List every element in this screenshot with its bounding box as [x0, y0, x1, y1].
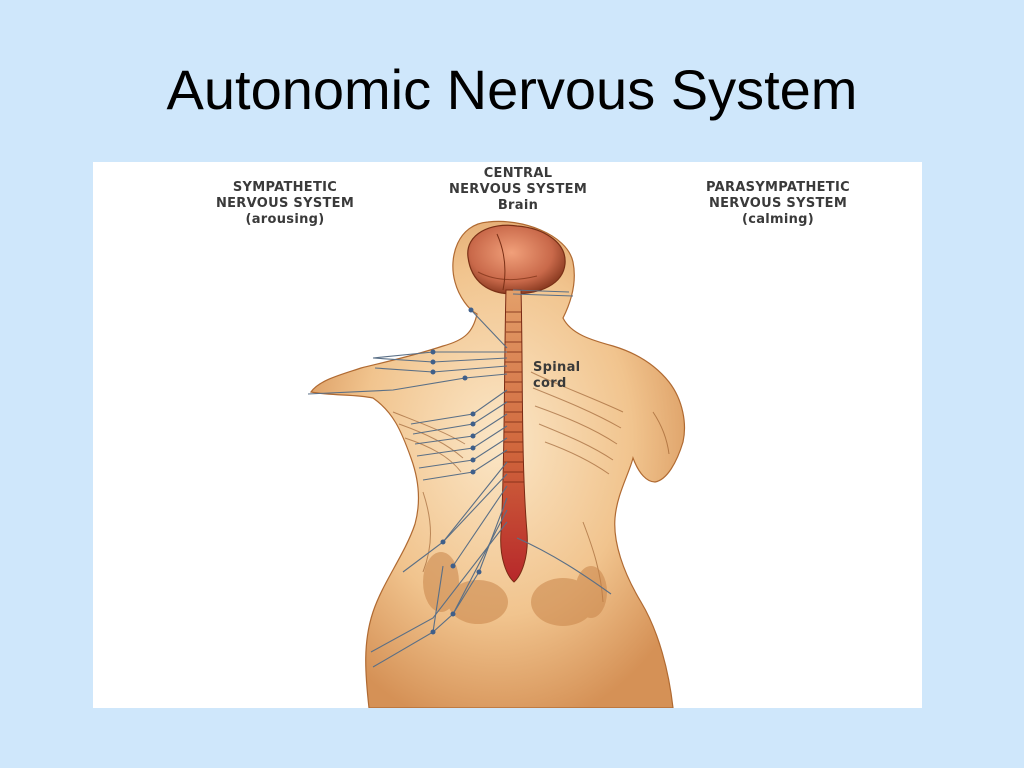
parasympathetic-label-line1: PARASYMPATHETIC: [706, 180, 850, 195]
ganglia: [430, 307, 482, 635]
sympathetic-label-line2: NERVOUS SYSTEM: [215, 196, 355, 211]
nervous-system-figure: SYMPATHETIC NERVOUS SYSTEM (arousing) CE…: [93, 162, 922, 708]
vertebrae: [504, 311, 524, 483]
parasympathetic-nerves: [512, 289, 612, 595]
muscle-shading: [392, 371, 670, 603]
body-silhouette: [309, 220, 686, 708]
slide-title: Autonomic Nervous System: [166, 58, 858, 121]
parasympathetic-label-line3: (calming): [741, 212, 815, 227]
spinal-label-line1: Spinal: [533, 360, 581, 375]
sympathetic-label-line3: (arousing): [245, 212, 325, 227]
sympathetic-label: SYMPATHETIC NERVOUS SYSTEM (arousing): [185, 180, 385, 228]
cns-label-line2: NERVOUS SYSTEM: [448, 182, 588, 197]
cns-label-line1: CENTRAL: [483, 166, 553, 181]
spinal-cord-label: Spinal cord: [533, 360, 603, 392]
central-nervous-system-label: CENTRAL NERVOUS SYSTEM Brain: [423, 166, 613, 214]
human-back-illustration: [307, 220, 686, 708]
brain: [467, 224, 566, 295]
parasympathetic-label-line2: NERVOUS SYSTEM: [708, 196, 848, 211]
parasympathetic-label: PARASYMPATHETIC NERVOUS SYSTEM (calming): [673, 180, 883, 228]
sympathetic-label-line1: SYMPATHETIC: [232, 180, 338, 195]
buttocks-shading: [423, 552, 607, 626]
spinal-label-line2: cord: [533, 376, 567, 391]
spinal-cord: [500, 289, 528, 583]
brain-label: Brain: [497, 198, 539, 213]
